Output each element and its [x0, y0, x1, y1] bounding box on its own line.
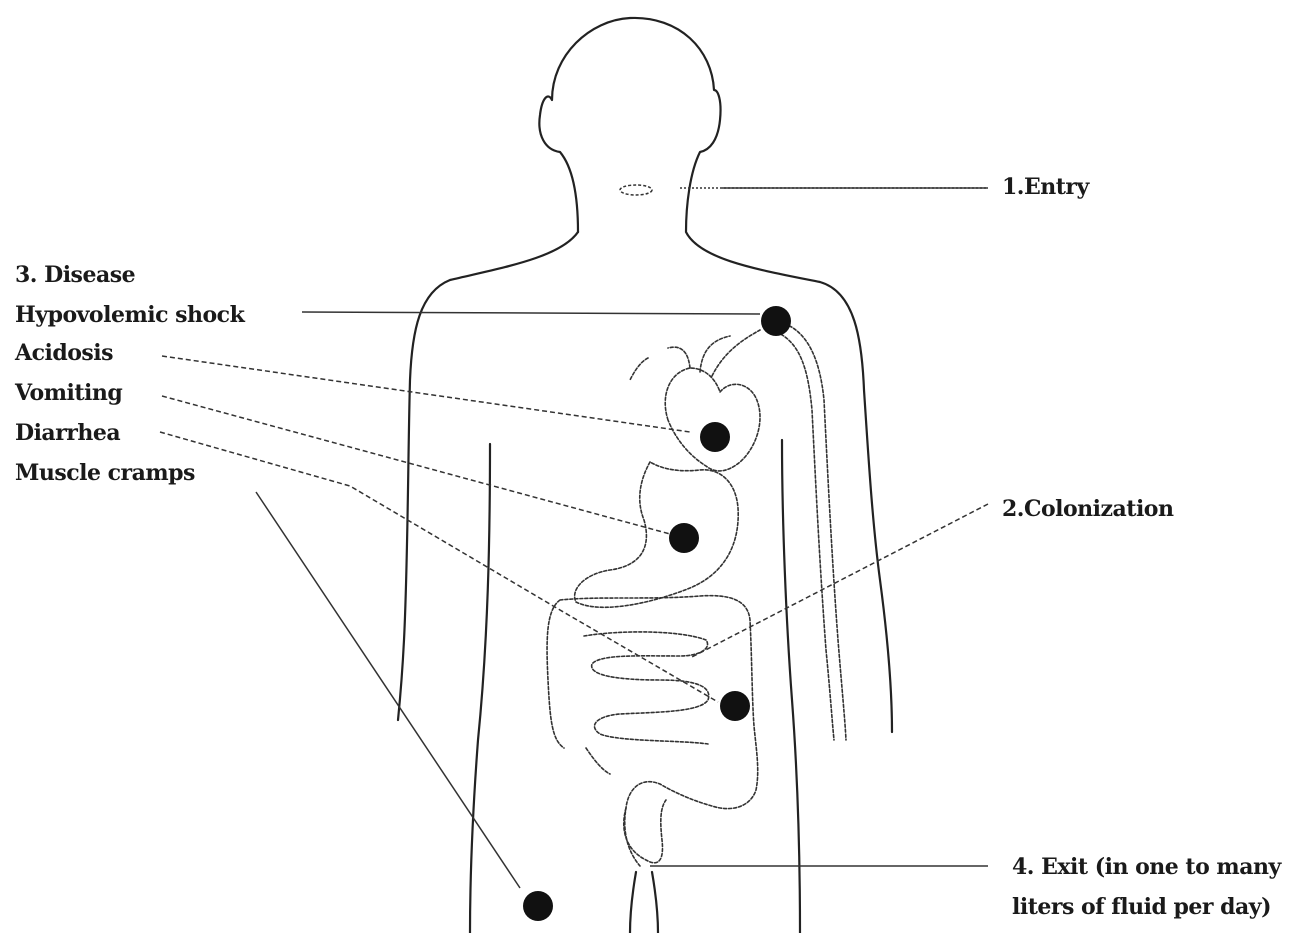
right-inner-arm — [782, 440, 800, 933]
human-body-outline — [398, 18, 892, 933]
acidosis-marker — [700, 422, 730, 452]
symptom-diarrhea-label: Diarrhea — [15, 420, 120, 446]
stomach-shape — [575, 462, 739, 607]
digestive-organs — [547, 322, 846, 866]
acidosis-leader — [162, 356, 690, 432]
colonization-leader — [690, 504, 988, 658]
vomiting-leader — [162, 396, 670, 534]
left-leg-inner — [630, 872, 636, 933]
leader-lines — [160, 188, 988, 888]
small-intestine — [584, 632, 709, 744]
shock-marker — [761, 306, 791, 336]
symptom-shock-label: Hypovolemic shock — [15, 302, 246, 328]
cramps-marker — [523, 891, 553, 921]
diarrhea-leader — [160, 432, 718, 702]
symptom-vomiting-label: Vomiting — [14, 380, 122, 406]
exit-label-line2: liters of fluid per day) — [1012, 894, 1271, 920]
disease-title: 3. Disease — [15, 262, 135, 288]
large-intestine — [547, 596, 758, 866]
body-silhouette — [539, 18, 892, 732]
tube-inner — [772, 330, 834, 740]
shock-leader — [302, 312, 760, 314]
left-inner-arm — [470, 444, 490, 933]
right-leg-inner — [652, 872, 658, 933]
cramps-leader — [256, 492, 520, 888]
aorta-vessels — [630, 330, 760, 380]
exit-label-line1: 4. Exit (in one to many — [1012, 854, 1282, 880]
colonization-label: 2.Colonization — [1002, 496, 1174, 522]
symptom-markers — [523, 306, 791, 921]
rectum — [624, 800, 666, 863]
appendix — [586, 748, 610, 774]
diarrhea-marker — [720, 691, 750, 721]
mouth-icon — [620, 185, 652, 195]
symptom-acidosis-label: Acidosis — [14, 340, 113, 366]
body-silhouette-left — [398, 232, 578, 720]
diagram-labels: 1.Entry 3. Disease Hypovolemic shock Aci… — [14, 174, 1282, 920]
heart-shape — [665, 368, 760, 471]
vomiting-marker — [669, 523, 699, 553]
entry-label: 1.Entry — [1002, 174, 1090, 200]
symptom-cramps-label: Muscle cramps — [15, 460, 195, 486]
